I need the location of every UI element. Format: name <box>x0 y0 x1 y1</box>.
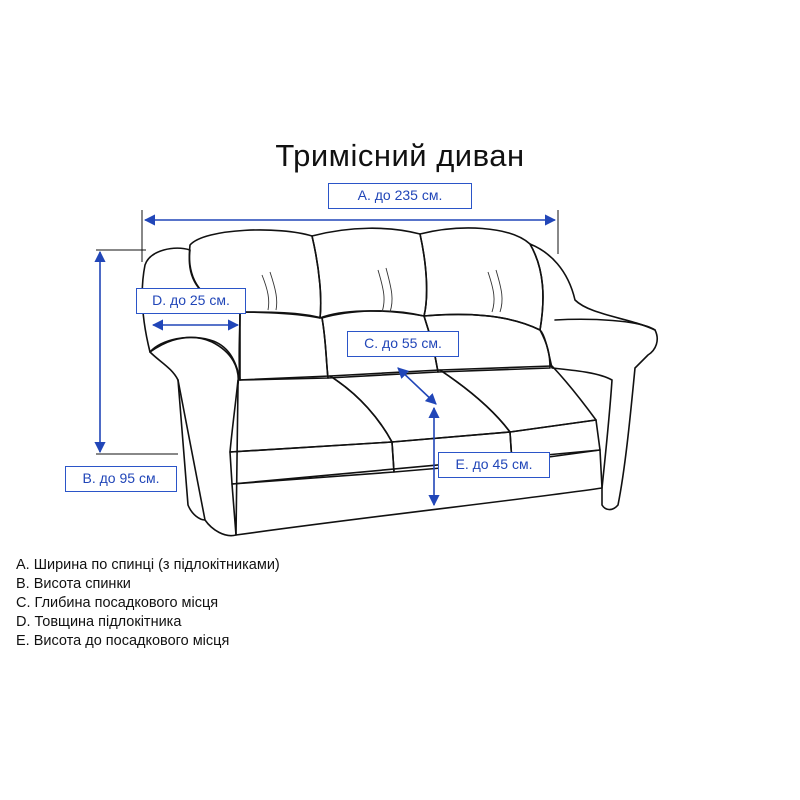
diagram-title: Тримісний диван <box>275 138 525 173</box>
legend-item-a: A. Ширина по спинці (з підлокітниками) <box>16 557 280 573</box>
dimension-lines <box>94 210 559 507</box>
dimension-e-label: E. до 45 см. <box>438 452 550 478</box>
cushion-creases <box>261 267 503 313</box>
dimension-a-label: A. до 235 см. <box>328 183 472 209</box>
dimension-c-label: C. до 55 см. <box>347 331 459 357</box>
seat-cushion-right <box>439 365 597 433</box>
lower-back-left <box>238 311 329 381</box>
left-armrest <box>141 247 241 381</box>
legend-item-e: E. Висота до посадкового місця <box>16 633 230 649</box>
legend: A. Ширина по спинці (з підлокітниками) B… <box>16 556 280 651</box>
dimension-d-label: D. до 25 см. <box>136 288 246 314</box>
seat-cushion-middle <box>329 369 511 443</box>
legend-item-d: D. Товщина підлокітника <box>16 614 182 630</box>
legend-item-c: C. Глибина посадкового місця <box>16 595 219 611</box>
legend-item-b: B. Висота спинки <box>16 576 131 592</box>
back-cushion-middle <box>311 227 428 319</box>
sofa-base <box>231 449 603 536</box>
dimension-b-label: B. до 95 см. <box>65 466 177 492</box>
sofa-outline <box>141 227 658 537</box>
seat-cushion-left <box>229 375 393 453</box>
right-armrest <box>529 243 658 511</box>
dimension-c-line <box>397 367 437 405</box>
